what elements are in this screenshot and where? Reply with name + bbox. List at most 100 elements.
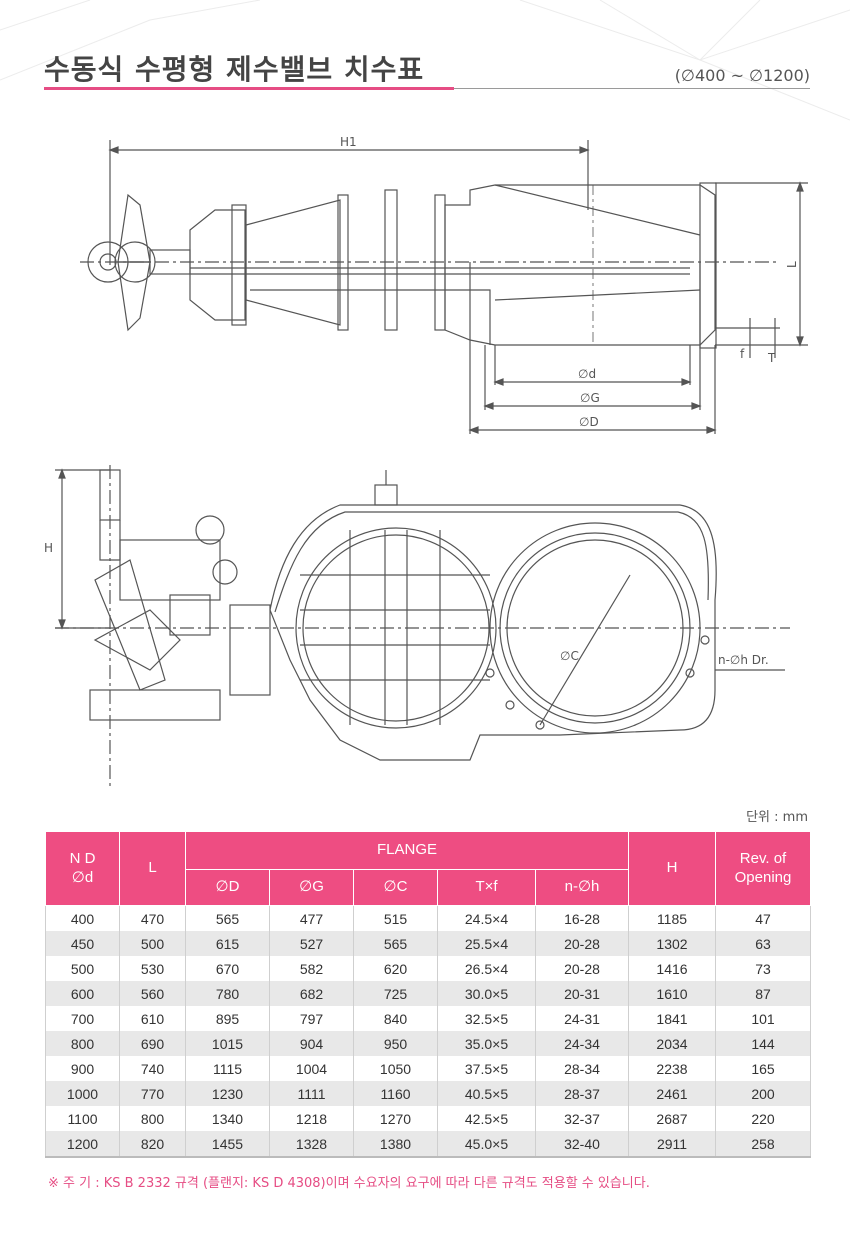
header-rev-line1: Rev. of (739, 849, 787, 867)
table-cell: 73 (715, 956, 811, 981)
table-cell: 1115 (185, 1056, 270, 1081)
table-cell: 20-31 (535, 981, 629, 1006)
table-cell: 2911 (628, 1131, 716, 1158)
dim-l-label: L (785, 261, 799, 268)
table-cell: 565 (353, 931, 438, 956)
header-h: H (628, 831, 716, 906)
table-cell: 2461 (628, 1081, 716, 1106)
table-cell: 87 (715, 981, 811, 1006)
header-nd-line2: ∅d (71, 868, 94, 886)
table-cell: 904 (269, 1031, 354, 1056)
header-nd: N D ∅d (45, 831, 120, 906)
table-cell: 165 (715, 1056, 811, 1081)
table-cell: 820 (119, 1131, 186, 1158)
table-cell: 1160 (353, 1081, 438, 1106)
dim-c-label: ∅C (560, 649, 579, 663)
table-cell: 42.5×5 (437, 1106, 536, 1131)
dim-d-label: ∅d (578, 367, 596, 381)
holes-label: n-∅h Dr. (718, 653, 769, 667)
table-cell: 24.5×4 (437, 905, 536, 931)
table-cell: 1218 (269, 1106, 354, 1131)
table-cell: 35.0×5 (437, 1031, 536, 1056)
table-cell: 900 (45, 1056, 120, 1081)
table-cell: 28-34 (535, 1056, 629, 1081)
table-cell: 615 (185, 931, 270, 956)
table-cell: 1015 (185, 1031, 270, 1056)
table-cell: 700 (45, 1006, 120, 1031)
table-cell: 45.0×5 (437, 1131, 536, 1158)
table-cell: 670 (185, 956, 270, 981)
table-cell: 220 (715, 1106, 811, 1131)
table-cell: 560 (119, 981, 186, 1006)
table-cell: 28-37 (535, 1081, 629, 1106)
header-c: ∅C (353, 869, 438, 906)
table-cell: 1000 (45, 1081, 120, 1106)
dim-h1-label: H1 (340, 135, 357, 149)
table-cell: 620 (353, 956, 438, 981)
title-accent-bar (44, 87, 454, 90)
table-cell: 1455 (185, 1131, 270, 1158)
table-cell: 950 (353, 1031, 438, 1056)
table-cell: 800 (45, 1031, 120, 1056)
header-rev-line2: Opening (734, 868, 792, 886)
table-cell: 1841 (628, 1006, 716, 1031)
table-cell: 500 (119, 931, 186, 956)
table-cell: 25.5×4 (437, 931, 536, 956)
page-title: 수동식 수평형 제수밸브 치수표 (44, 53, 425, 86)
dim-f-label: f (740, 347, 745, 361)
header-rev: Rev. of Opening (715, 831, 811, 906)
table-cell: 101 (715, 1006, 811, 1031)
table-cell: 1302 (628, 931, 716, 956)
header-big-d: ∅D (185, 869, 270, 906)
dim-t-label: T (767, 351, 776, 365)
unit-label: 단위 : mm (746, 810, 808, 825)
table-cell: 16-28 (535, 905, 629, 931)
table-cell: 40.5×5 (437, 1081, 536, 1106)
table-cell: 20-28 (535, 956, 629, 981)
table-cell: 2238 (628, 1056, 716, 1081)
header-nh: n-∅h (535, 869, 629, 906)
dim-h-label: H (44, 541, 53, 555)
table-cell: 200 (715, 1081, 811, 1106)
dim-g-label: ∅G (580, 391, 600, 405)
dimension-table: N D ∅d L FLANGE H Rev. of Opening ∅D ∅G … (45, 831, 811, 1158)
table-cell: 515 (353, 905, 438, 931)
table-cell: 24-34 (535, 1031, 629, 1056)
table-cell: 1111 (269, 1081, 354, 1106)
header-g: ∅G (269, 869, 354, 906)
table-cell: 1380 (353, 1131, 438, 1158)
table-cell: 1050 (353, 1056, 438, 1081)
table-cell: 690 (119, 1031, 186, 1056)
table-cell: 26.5×4 (437, 956, 536, 981)
table-cell: 582 (269, 956, 354, 981)
table-cell: 600 (45, 981, 120, 1006)
table-cell: 527 (269, 931, 354, 956)
table-cell: 1270 (353, 1106, 438, 1131)
table-cell: 144 (715, 1031, 811, 1056)
table-cell: 725 (353, 981, 438, 1006)
table-cell: 2034 (628, 1031, 716, 1056)
footnote: ※ 주 기 : KS B 2332 규격 (플랜지: KS D 4308)이며 … (48, 1176, 650, 1191)
table-cell: 47 (715, 905, 811, 931)
table-cell: 20-28 (535, 931, 629, 956)
table-cell: 450 (45, 931, 120, 956)
table-cell: 63 (715, 931, 811, 956)
table-cell: 530 (119, 956, 186, 981)
table-cell: 565 (185, 905, 270, 931)
table-cell: 1185 (628, 905, 716, 931)
table-cell: 470 (119, 905, 186, 931)
table-cell: 24-31 (535, 1006, 629, 1031)
table-cell: 682 (269, 981, 354, 1006)
table-cell: 610 (119, 1006, 186, 1031)
table-cell: 740 (119, 1056, 186, 1081)
table-cell: 32-37 (535, 1106, 629, 1131)
